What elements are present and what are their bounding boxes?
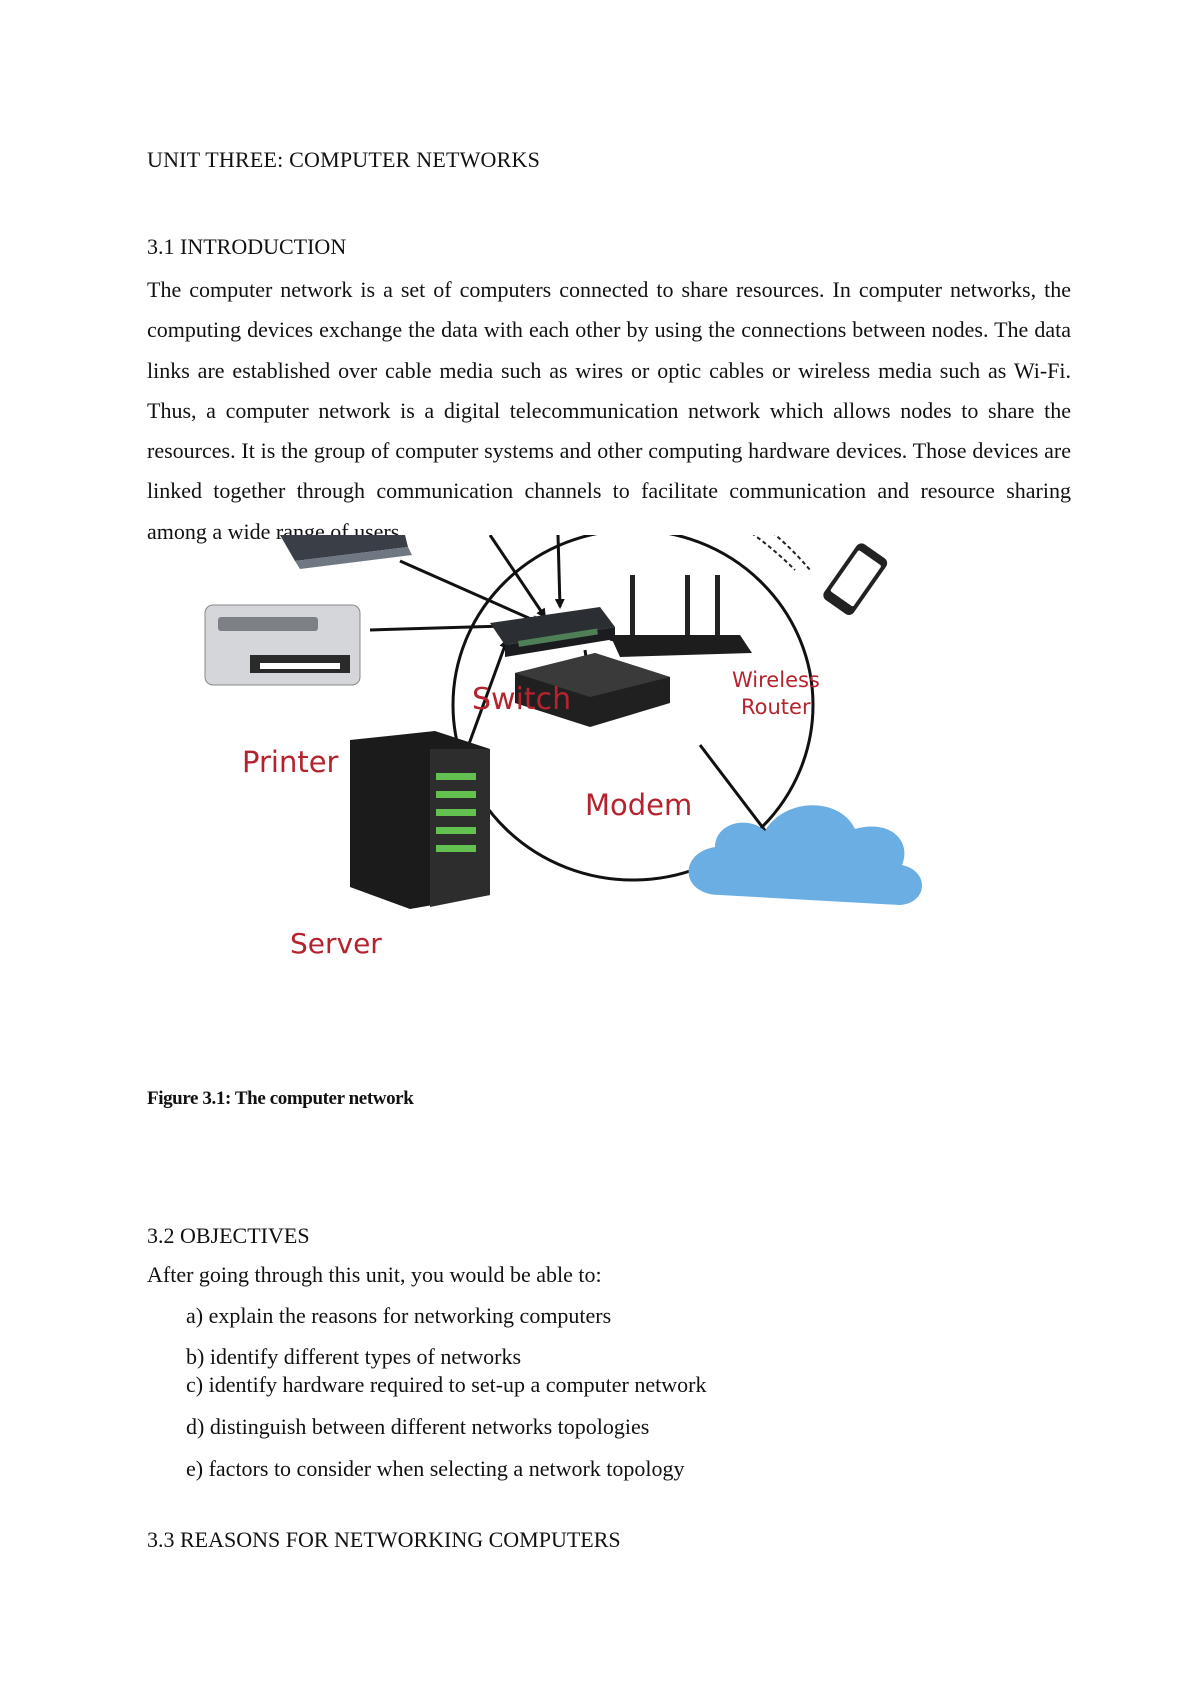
objective-item: e) factors to consider when selecting a … [186,1456,685,1481]
reasons-heading: 3.3 REASONS FOR NETWORKING COMPUTERS [147,1527,621,1552]
wifi-signal-icon [752,535,811,571]
modem-icon [515,653,670,727]
printer-icon [204,604,361,686]
objectives-intro: After going through this unit, you would… [147,1262,602,1287]
modem-label: Modem [585,788,692,822]
objective-item: b) identify different types of networks [186,1344,522,1369]
internet-cloud-icon [688,805,923,905]
wireless-router-icon [610,575,752,657]
server-label: Server [290,927,382,960]
figure-caption: Figure 3.1: The computer network [147,1088,414,1109]
wireless-router-label-line1: Wireless [732,668,820,692]
intro-heading: 3.1 INTRODUCTION [147,234,347,259]
objective-item: c) identify hardware required to set-up … [186,1372,707,1397]
objectives-heading: 3.2 OBJECTIVES [147,1223,310,1248]
objective-item: a) explain the reasons for networking co… [186,1303,612,1328]
network-switch-icon [490,607,615,657]
internet-label: The internet [731,900,891,930]
unit-title: UNIT THREE: COMPUTER NETWORKS [147,147,541,172]
laptop-icon [280,535,412,569]
smartphone-icon [823,543,888,615]
objective-item: d) distinguish between different network… [186,1414,650,1439]
computer-network-figure: Switch Wireless Router Printer Modem Ser… [204,535,923,960]
intro-paragraph: The computer network is a set of compute… [147,277,1071,544]
printer-label: Printer [242,745,339,779]
wireless-router-label-line2: Router [741,695,811,719]
server-icon [350,731,490,909]
switch-label: Switch [472,682,571,717]
